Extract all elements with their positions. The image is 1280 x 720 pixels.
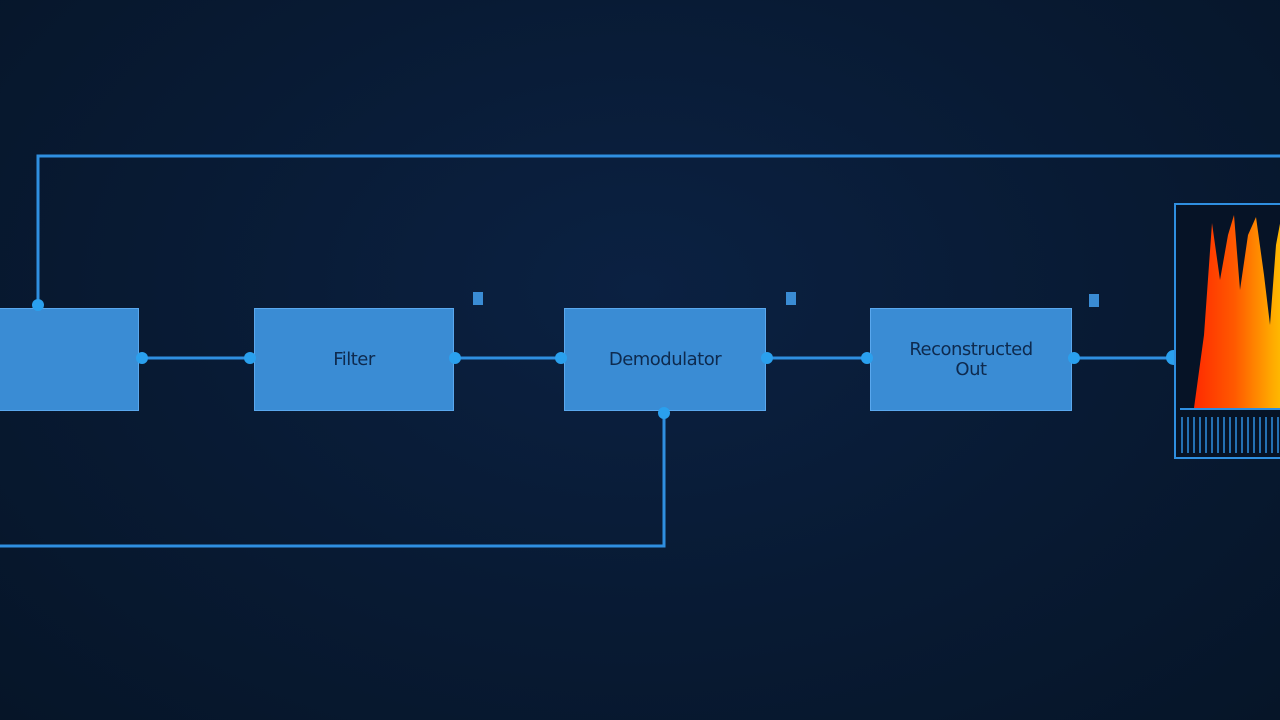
demodulator-in-port[interactable] — [555, 352, 567, 364]
demodulator-marker[interactable] — [786, 292, 796, 305]
output-block-label: Reconstructed Out — [909, 338, 1033, 380]
wire-top-feedback — [36, 154, 1280, 305]
spectrum-display[interactable] — [1174, 203, 1280, 459]
source-block[interactable] — [0, 308, 139, 411]
filter-in-port[interactable] — [244, 352, 256, 364]
demodulator-out-port[interactable] — [761, 352, 773, 364]
output-block[interactable]: Reconstructed Out — [870, 308, 1072, 411]
spectrum-plot — [1180, 215, 1280, 453]
filter-out-port[interactable] — [449, 352, 461, 364]
spectrum-peaks — [1180, 215, 1280, 408]
filter-block-label: Filter — [333, 348, 375, 370]
filter-marker[interactable] — [473, 292, 483, 305]
demodulator-block[interactable]: Demodulator — [564, 308, 766, 411]
spectrum-scale-ticks — [1181, 417, 1279, 453]
wire-bottom-feedback — [0, 412, 666, 548]
demodulator-bottom-port[interactable] — [658, 407, 670, 419]
demodulator-block-label: Demodulator — [608, 348, 722, 370]
filter-block[interactable]: Filter — [254, 308, 454, 411]
output-marker[interactable] — [1089, 294, 1099, 307]
source-out-port[interactable] — [136, 352, 148, 364]
source-top-port[interactable] — [32, 299, 44, 311]
output-out-port[interactable] — [1068, 352, 1080, 364]
output-in-port[interactable] — [861, 352, 873, 364]
